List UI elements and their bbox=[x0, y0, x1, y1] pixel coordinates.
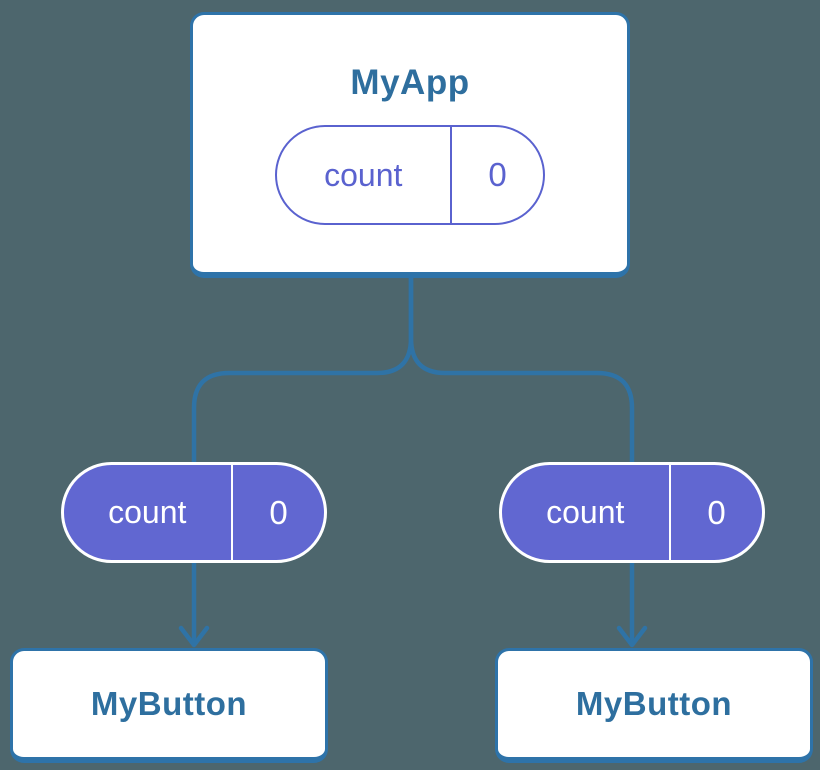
state-key-label: count bbox=[108, 494, 187, 530]
parent-component-title: MyApp bbox=[350, 63, 470, 102]
arrow-down-icon bbox=[178, 625, 210, 648]
child-component-title: MyButton bbox=[575, 685, 733, 722]
connector-branch-left bbox=[191, 276, 414, 642]
pill-divider bbox=[230, 465, 233, 560]
pill-divider bbox=[668, 465, 671, 560]
connector-branch-right bbox=[408, 276, 635, 642]
state-value: 0 bbox=[269, 493, 288, 531]
child-state-pill-right: count 0 bbox=[499, 462, 765, 563]
pill-divider bbox=[449, 127, 452, 223]
state-key-label: count bbox=[324, 156, 403, 193]
arrow-down-icon bbox=[616, 625, 648, 648]
parent-component-box: MyApp count 0 bbox=[190, 12, 630, 278]
state-value: 0 bbox=[488, 156, 507, 193]
state-key-label: count bbox=[546, 494, 625, 530]
parent-state-pill: count 0 bbox=[275, 125, 545, 225]
child-state-pill-left: count 0 bbox=[61, 462, 327, 563]
child-component-box-left: MyButton bbox=[10, 648, 328, 763]
state-value: 0 bbox=[707, 493, 726, 531]
child-component-title: MyButton bbox=[90, 685, 248, 722]
child-component-box-right: MyButton bbox=[495, 648, 813, 763]
